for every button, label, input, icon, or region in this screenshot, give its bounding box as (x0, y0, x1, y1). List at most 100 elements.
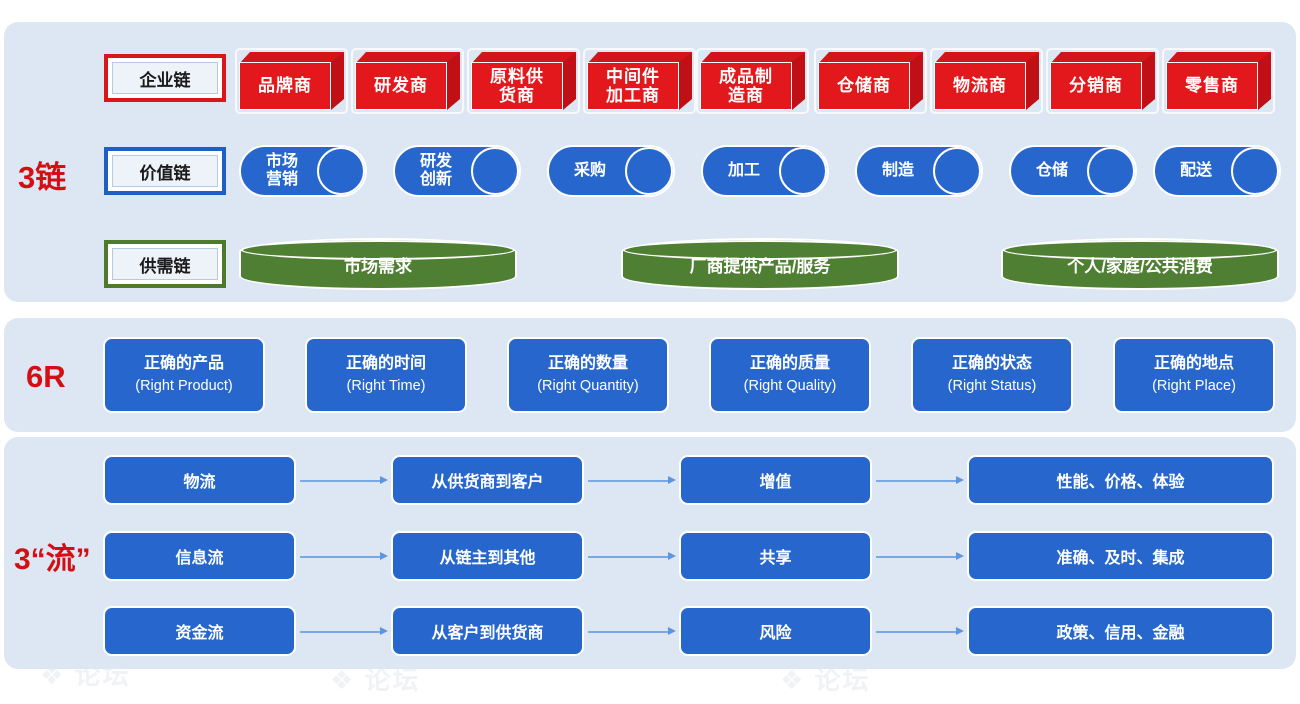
box-top-face (471, 52, 576, 64)
arrow-head-icon (668, 627, 676, 635)
enterprise-chain-node-brand[interactable]: 品牌商 (239, 52, 344, 110)
cylinder-label: 仓储 (1035, 161, 1068, 179)
arrow-head-icon (956, 627, 964, 635)
flow-row-3-stage3[interactable]: 风险 (679, 606, 872, 656)
cylinder-end-cap (779, 147, 827, 195)
flow-row-2-name[interactable]: 信息流 (103, 531, 296, 581)
value-chain-node-delivery[interactable]: 配送 (1153, 145, 1281, 197)
arrow-head-icon (380, 627, 388, 635)
enterprise-chain-node-retailer[interactable]: 零售商 (1166, 52, 1271, 110)
sixr-item-cn: 正确的质量 (749, 355, 830, 373)
box-side-face (907, 52, 923, 110)
arrow-shaft (588, 631, 669, 633)
sixr-item-cn: 正确的时间 (345, 355, 426, 373)
box-side-face (789, 52, 805, 110)
enterprise-chain-node-intermediate[interactable]: 中间件 加工商 (587, 52, 692, 110)
cylinder-label: 研发 创新 (419, 152, 452, 188)
supply-chain-node-market-demand[interactable]: 市场需求 (239, 238, 517, 290)
sixr-item-right-quantity[interactable]: 正确的数量 (Right Quantity) (507, 337, 669, 413)
cylinder-label: 市场需求 (344, 256, 412, 276)
flow-row-3-name[interactable]: 资金流 (103, 606, 296, 656)
cylinder-end-cap (1087, 147, 1135, 195)
sixr-item-right-status[interactable]: 正确的状态 (Right Status) (911, 337, 1073, 413)
supply-chain-node-consumption[interactable]: 个人/家庭/公共消费 (1001, 238, 1279, 290)
flow-row-3-stage4[interactable]: 政策、信用、金融 (967, 606, 1274, 656)
flow-row-2-stage2[interactable]: 从链主到其他 (391, 531, 584, 581)
flow-arrow-3-2 (588, 627, 676, 636)
flow-label: 资金流 (175, 625, 224, 642)
flow-arrow-2-1 (300, 552, 388, 561)
flow-row-1-stage3[interactable]: 增值 (679, 455, 872, 505)
box-front-face: 成品制 造商 (700, 62, 792, 110)
cylinder-end-cap (1231, 147, 1279, 195)
flow-row-1-stage4[interactable]: 性能、价格、体验 (967, 455, 1274, 505)
sixr-item-right-product[interactable]: 正确的产品 (Right Product) (103, 337, 265, 413)
cylinder-label: 市场 营销 (265, 152, 298, 188)
cylinder-label: 个人/家庭/公共消费 (1067, 256, 1213, 276)
flow-label: 从供货商到客户 (431, 474, 544, 491)
enterprise-chain-node-rd[interactable]: 研发商 (355, 52, 460, 110)
box-front-face: 物流商 (934, 62, 1026, 110)
flow-label: 性能、价格、体验 (1056, 474, 1185, 491)
value-chain-key-inner: 价值链 (112, 155, 218, 187)
sixr-item-right-place[interactable]: 正确的地点 (Right Place) (1113, 337, 1275, 413)
flows-section-label: 3“流” (14, 543, 91, 576)
cylinder-top-ellipse (1003, 240, 1277, 260)
value-chain-node-warehousing[interactable]: 仓储 (1009, 145, 1137, 197)
enterprise-chain-node-finished-goods[interactable]: 成品制 造商 (700, 52, 805, 110)
flow-label: 风险 (759, 625, 792, 642)
flow-label: 政策、信用、金融 (1056, 625, 1185, 642)
sixr-item-en: (Right Status) (947, 377, 1037, 394)
enterprise-chain-key-inner: 企业链 (112, 62, 218, 94)
flow-arrow-3-1 (300, 627, 388, 636)
flow-row-1-name[interactable]: 物流 (103, 455, 296, 505)
box-side-face (1023, 52, 1039, 110)
cylinder-end-cap (933, 147, 981, 195)
value-chain-node-marketing[interactable]: 市场 营销 (239, 145, 367, 197)
value-chain-key[interactable]: 价值链 (104, 147, 226, 195)
value-chain-node-procurement[interactable]: 采购 (547, 145, 675, 197)
value-chain-node-manufacturing[interactable]: 制造 (855, 145, 983, 197)
supply-demand-chain-key[interactable]: 供需链 (104, 240, 226, 288)
flow-label: 从客户到供货商 (431, 625, 544, 642)
sixr-item-en: (Right Quality) (743, 377, 837, 394)
value-chain-key-label: 价值链 (139, 163, 191, 183)
enterprise-chain-node-raw-material[interactable]: 原料供 货商 (471, 52, 576, 110)
sixr-item-cn: 正确的产品 (143, 355, 224, 373)
arrow-shaft (300, 556, 381, 558)
sixr-section-label: 6R (26, 359, 66, 394)
sixr-item-right-quality[interactable]: 正确的质量 (Right Quality) (709, 337, 871, 413)
box-front-face: 品牌商 (239, 62, 331, 110)
flow-arrow-1-3 (876, 476, 964, 485)
flow-row-1-stage2[interactable]: 从供货商到客户 (391, 455, 584, 505)
flow-row-2-stage4[interactable]: 准确、及时、集成 (967, 531, 1274, 581)
supply-chain-node-vendor-supply[interactable]: 厂商提供产品/服务 (621, 238, 899, 290)
cylinder-label: 厂商提供产品/服务 (689, 256, 831, 276)
flow-label: 准确、及时、集成 (1056, 550, 1185, 567)
enterprise-chain-key-label: 企业链 (139, 70, 191, 90)
value-chain-node-processing[interactable]: 加工 (701, 145, 829, 197)
cylinder-label: 配送 (1179, 161, 1212, 179)
arrow-head-icon (668, 476, 676, 484)
enterprise-chain-node-logistics[interactable]: 物流商 (934, 52, 1039, 110)
cylinder-end-cap (317, 147, 365, 195)
sixr-item-en: (Right Quantity) (537, 377, 639, 394)
flow-row-2-stage3[interactable]: 共享 (679, 531, 872, 581)
enterprise-chain-key[interactable]: 企业链 (104, 54, 226, 102)
arrow-head-icon (380, 476, 388, 484)
box-top-face (1166, 52, 1271, 64)
arrow-head-icon (956, 476, 964, 484)
sixr-item-cn: 正确的状态 (951, 355, 1032, 373)
flow-row-3-stage2[interactable]: 从客户到供货商 (391, 606, 584, 656)
cylinder-top-ellipse (241, 240, 515, 260)
flow-arrow-3-3 (876, 627, 964, 636)
enterprise-chain-node-warehouse[interactable]: 仓储商 (818, 52, 923, 110)
box-top-face (239, 52, 344, 64)
box-side-face (328, 52, 344, 110)
sixr-item-right-time[interactable]: 正确的时间 (Right Time) (305, 337, 467, 413)
value-chain-node-rd-innovation[interactable]: 研发 创新 (393, 145, 521, 197)
enterprise-chain-node-distributor[interactable]: 分销商 (1050, 52, 1155, 110)
box-top-face (700, 52, 805, 64)
box-front-face: 零售商 (1166, 62, 1258, 110)
